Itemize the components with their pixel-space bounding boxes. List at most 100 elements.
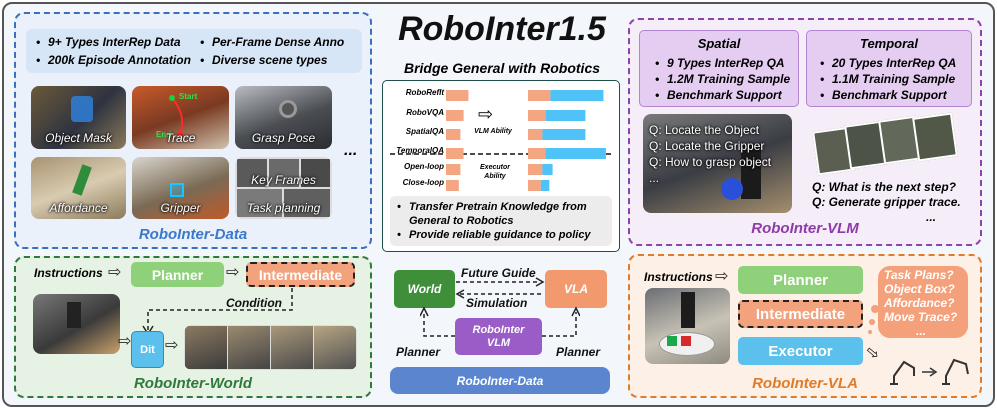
spatial-title: Spatial [697, 36, 741, 51]
ability-row-label: SpatialQA [405, 127, 444, 136]
ability-row-label: RoboVQA [406, 108, 444, 117]
vla-scene-photo [645, 288, 730, 364]
trace-end-label: End [156, 130, 172, 139]
spatial-list: 9 Types InterRep QA 1.2M Training Sample… [655, 55, 790, 103]
vla-question: ... [916, 324, 927, 338]
simulation-label: Simulation [466, 296, 528, 310]
robot-arm-icon [890, 358, 969, 385]
spatial-questions: Q: Locate the Object Q: Locate the Gripp… [649, 122, 771, 186]
vlm-ability-label: VLM Ability [474, 128, 512, 135]
trace-curve [169, 95, 184, 137]
world-planner-box: Planner [131, 262, 224, 287]
after-bar-base [528, 90, 551, 101]
center-bullet: Transfer Pretrain Knowledge from General… [397, 200, 602, 228]
before-bar [446, 180, 459, 191]
photo-caption: Gripper [160, 201, 201, 215]
ability-row-label: TemporalQA [396, 146, 444, 155]
vla-question: Object Box? [884, 282, 955, 296]
after-bar-gain [545, 110, 586, 121]
photo-object-mask: Object Mask [31, 86, 126, 149]
world-vla-arrows [455, 277, 545, 299]
vla-panel-label: RoboInter-VLA [752, 375, 858, 392]
vla-questions-cloud [878, 266, 968, 338]
data-bullet: Per-Frame Dense Anno [200, 33, 344, 51]
vla-intermediate-box: Intermediate [738, 300, 863, 328]
photo-trace: Start End Trace [132, 86, 229, 149]
spatial-question: ... [649, 171, 660, 185]
arrow-right-icon: ⇨ [715, 268, 729, 285]
before-bar [446, 90, 469, 101]
data-bullet: 9+ Types InterRep Data [36, 33, 191, 51]
vla-question: Affordance? [884, 296, 955, 310]
after-bar-base [528, 129, 543, 140]
photo-grasp-pose: Grasp Pose [235, 86, 332, 149]
spatial-item: Benchmark Support [655, 87, 790, 103]
world-output-frames [184, 325, 357, 370]
vlm-arrow-icon: ⇨ [478, 104, 494, 124]
spatial-question: Q: Locate the Object [649, 123, 760, 137]
temporal-frames [812, 112, 965, 177]
photo-gripper: Gripper [132, 157, 229, 219]
after-bar-base [528, 148, 546, 159]
spatial-qa-photo: Q: Locate the Object Q: Locate the Gripp… [643, 114, 792, 213]
temporal-question: ... [926, 210, 937, 224]
after-bar-base [528, 164, 543, 175]
vlm-panel-label: RoboInter-VLM [751, 220, 859, 237]
world-instructions: Instructions [34, 266, 103, 280]
temporal-title: Temporal [859, 36, 919, 51]
data-panel-label: RoboInter-Data [138, 226, 248, 243]
after-bar-gain [545, 148, 606, 159]
center-bullet: Provide reliable guidance to policy [397, 228, 602, 242]
spatial-item: 1.2M Training Sample [655, 71, 790, 87]
photo-key-frames: Key Frames Task planning [235, 157, 332, 219]
planner-arrows [420, 306, 580, 337]
temporal-question: Q: What is the next step? [812, 180, 957, 194]
after-bar-gain [542, 164, 553, 175]
vla-planner-box: Planner [738, 266, 863, 294]
temporal-item: Benchmark Support [820, 87, 956, 103]
photo-caption: Trace [165, 131, 196, 145]
world-condition-label: Condition [226, 296, 282, 310]
ability-row-label: RoboRefIt [405, 88, 444, 97]
data-node: RoboInter-Data [390, 367, 610, 394]
executor-ability-label: Executor Ability [480, 164, 510, 180]
before-bar [446, 110, 464, 121]
temporal-questions: Q: What is the next step? Q: Generate gr… [812, 180, 961, 225]
data-bullet: Diverse scene types [200, 51, 344, 69]
ability-bar-chart [390, 90, 612, 191]
spatial-question: Q: Locate the Gripper [649, 139, 765, 153]
more-ellipsis: ... [344, 142, 358, 159]
world-intermediate-box: Intermediate [246, 262, 355, 287]
temporal-question: Q: Generate gripper trace. [812, 195, 961, 209]
after-bar-gain [542, 129, 586, 140]
temporal-item: 1.1M Training Sample [820, 71, 956, 87]
vla-question: Move Trace? [884, 310, 958, 324]
arrow-right-icon: ⇨ [226, 264, 240, 281]
temporal-item: 20 Types InterRep QA [820, 55, 956, 71]
ability-row-label: Close-loop [402, 178, 444, 187]
data-bullets-right: Per-Frame Dense Anno Diverse scene types [200, 33, 344, 69]
planner-left-label: Planner [396, 345, 441, 359]
after-bar-gain [550, 90, 604, 101]
before-bar [446, 164, 461, 175]
vla-node: VLA [545, 270, 607, 308]
center-subtitle: Bridge General with Robotics [403, 60, 601, 76]
data-bullets-left: 9+ Types InterRep Data 200k Episode Anno… [36, 33, 191, 69]
world-input-photo [33, 294, 120, 354]
arrow-right-icon: ⇨ [118, 333, 132, 350]
photo-caption: Object Mask [45, 131, 112, 145]
after-bar-base [528, 110, 546, 121]
temporal-list: 20 Types InterRep QA 1.1M Training Sampl… [820, 55, 956, 103]
before-bar [446, 148, 464, 159]
photo-affordance: Affordance [31, 157, 126, 219]
spatial-item: 9 Types InterRep QA [655, 55, 790, 71]
data-bullet: 200k Episode Annotation [36, 51, 191, 69]
trace-start-label: Start [179, 92, 198, 101]
arrow-right-icon: ⇨ [108, 264, 122, 281]
photo-caption: Key Frames [251, 173, 316, 187]
after-bar-gain [540, 180, 550, 191]
photo-caption: Affordance [49, 201, 108, 215]
photo-caption: Task planning [246, 201, 321, 215]
spatial-question: Q: How to grasp object [649, 155, 772, 169]
ability-row-label: Open-loop [404, 162, 444, 171]
